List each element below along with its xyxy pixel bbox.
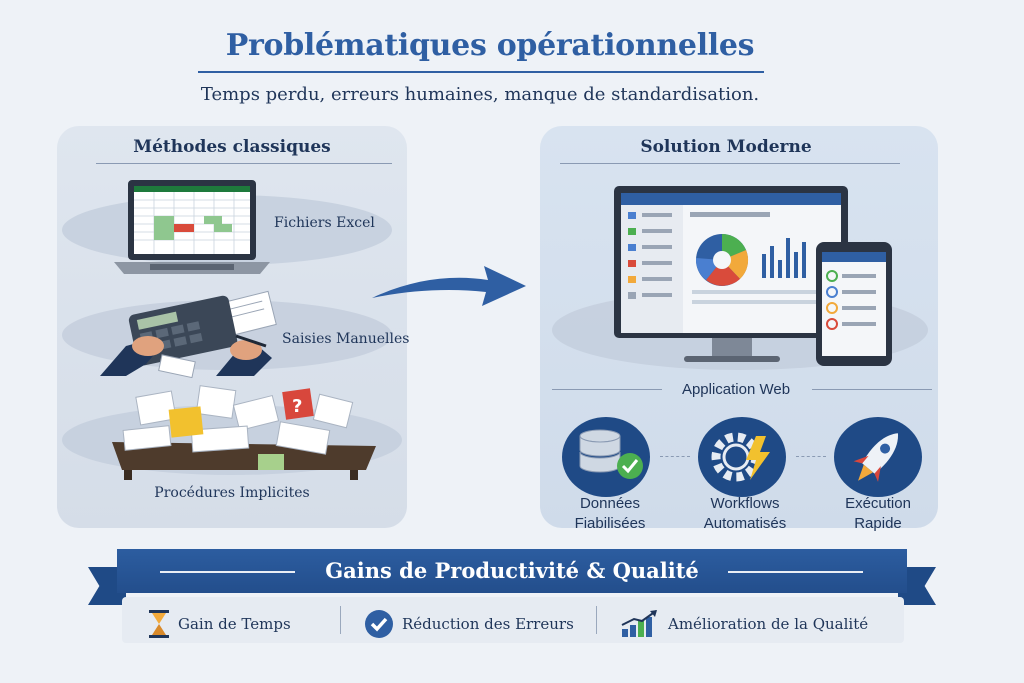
benefit-errors: Réduction des Erreurs [364, 609, 574, 639]
feature-fast-execution: Exécution Rapide [818, 494, 938, 534]
page-title: Problématiques opérationnelles [225, 28, 755, 63]
feature-line: Rapide [854, 515, 902, 532]
hourglass-icon [149, 610, 169, 638]
feature-line: Fiabilisées [574, 515, 646, 532]
web-app-label: Application Web [681, 381, 791, 398]
connector-dash [660, 456, 690, 457]
classic-methods-title: Méthodes classiques [133, 137, 331, 157]
benefit-quality: Amélioration de la Qualité [620, 609, 868, 639]
benefit-time: Gain de Temps [148, 609, 291, 639]
checkmark-circle-icon [365, 610, 393, 638]
title-underline [198, 71, 764, 73]
separator [596, 606, 597, 634]
growth-chart-icon [621, 610, 657, 637]
feature-line: Exécution [845, 495, 911, 512]
benefits-bar [122, 597, 904, 643]
messy-papers-icon: ? [108, 384, 382, 480]
app-label-rule-left [552, 389, 662, 390]
connector-dash [796, 456, 826, 457]
gear-lightning-icon [694, 414, 794, 504]
dashboard-monitor-icon [592, 182, 902, 370]
feature-line: Données [579, 495, 641, 512]
transition-arrow-icon [370, 258, 530, 318]
app-label-rule-right [812, 389, 932, 390]
classic-methods-rule [96, 163, 392, 164]
excel-files-label: Fichiers Excel [274, 215, 375, 231]
separator [340, 606, 341, 634]
feature-automated-workflows: Workflows Automatisés [685, 494, 805, 534]
svg-text:?: ? [292, 396, 302, 417]
page-subtitle: Temps perdu, erreurs humaines, manque de… [200, 84, 760, 105]
benefit-quality-label: Amélioration de la Qualité [668, 615, 869, 633]
feature-reliable-data: Données Fiabilisées [555, 494, 665, 534]
implicit-procedures-label: Procédures Implicites [154, 485, 310, 501]
rocket-icon [830, 414, 930, 504]
banner-title: Gains de Productivité & Qualité [325, 558, 699, 583]
banner-line-left [160, 571, 295, 573]
database-check-icon [558, 414, 658, 504]
laptop-spreadsheet-icon [110, 178, 270, 278]
manual-entries-label: Saisies Manuelles [282, 331, 410, 347]
modern-solution-rule [560, 163, 900, 164]
feature-line: Workflows [710, 495, 780, 512]
calculator-hands-icon [96, 290, 296, 379]
banner-line-right [728, 571, 863, 573]
modern-solution-title: Solution Moderne [640, 137, 812, 157]
benefit-errors-label: Réduction des Erreurs [402, 615, 574, 633]
feature-line: Automatisés [703, 515, 787, 532]
benefit-time-label: Gain de Temps [178, 615, 291, 633]
